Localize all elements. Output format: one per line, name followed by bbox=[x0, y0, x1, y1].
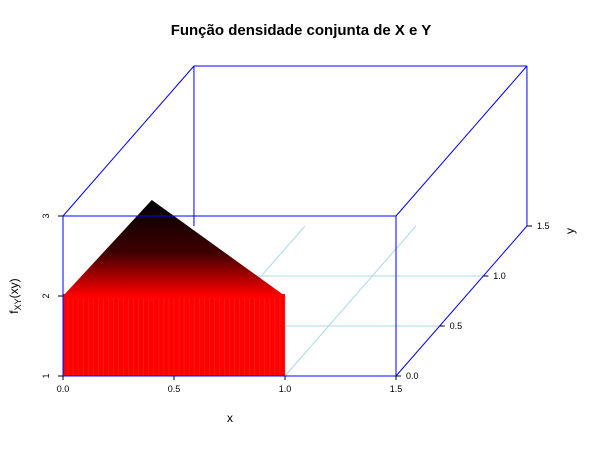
box-back-edges bbox=[62, 65, 528, 377]
density-surface bbox=[62, 200, 286, 376]
x-tick-label: 0.0 bbox=[57, 384, 70, 394]
y-tick-label: 1.0 bbox=[493, 271, 506, 281]
chart-title: Função densidade conjunta de X e Y bbox=[171, 22, 432, 39]
box-edge bbox=[395, 65, 528, 217]
x-tick-label: 1.5 bbox=[390, 384, 403, 394]
z-tick-label: 2 bbox=[41, 293, 51, 298]
grid-line-x bbox=[284, 225, 417, 377]
surface-peak bbox=[63, 200, 285, 296]
z-axis-label-suffix: (xy) bbox=[7, 278, 21, 298]
x-tick-label: 0.5 bbox=[168, 384, 181, 394]
box-front-edges bbox=[62, 215, 397, 377]
z-axis-label: fXY(xy) bbox=[7, 278, 23, 313]
y-tick-label: 0.5 bbox=[450, 321, 463, 331]
x-tick-label: 1.0 bbox=[279, 384, 292, 394]
box-edge bbox=[395, 225, 528, 377]
z-tick-label: 1 bbox=[41, 373, 51, 378]
box-edge bbox=[62, 65, 195, 217]
z-tick-label: 3 bbox=[41, 213, 51, 218]
x-axis-label: x bbox=[227, 411, 233, 425]
y-axis-label: y bbox=[563, 228, 577, 234]
z-axis-label-main: f bbox=[7, 310, 21, 314]
y-tick-label: 0.0 bbox=[406, 371, 419, 381]
y-tick-label: 1.5 bbox=[537, 221, 550, 231]
z-axis-label-sub: XY bbox=[13, 298, 23, 310]
